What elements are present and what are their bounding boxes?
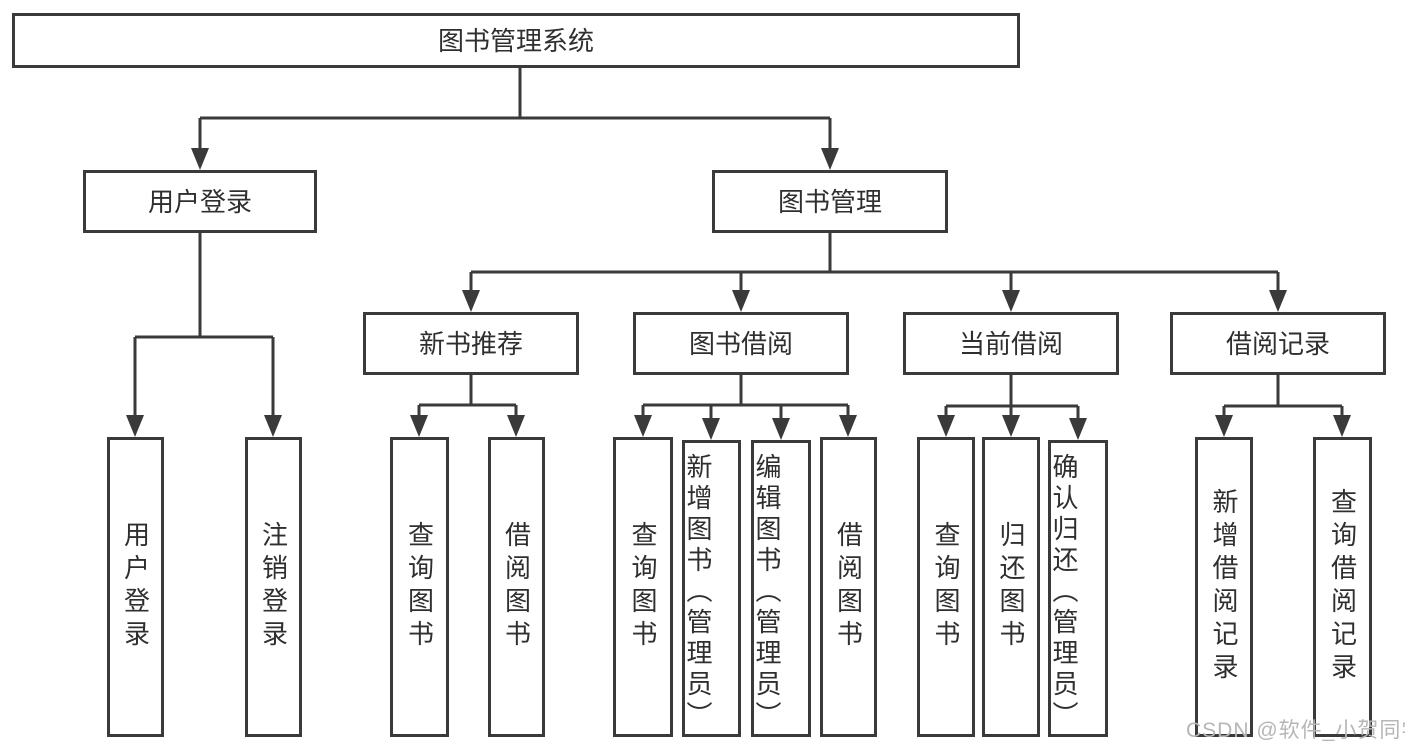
node-book-borrowing: 图书借阅 [633, 312, 849, 375]
node-new-book-recommendation: 新书推荐 [363, 312, 579, 375]
leaf-query-books-recommend: 查询图书 [390, 437, 449, 737]
node-label: 查询借阅记录 [1327, 488, 1358, 686]
leaf-return-books: 归还图书 [982, 437, 1040, 737]
node-label: 查询图书 [628, 521, 658, 653]
node-label: 用户登录 [147, 186, 252, 217]
node-label: 用户登录 [120, 521, 151, 653]
node-label: 注销登录 [258, 521, 289, 653]
leaf-query-books-borrowing: 查询图书 [613, 437, 673, 737]
node-label: 借阅图书 [501, 521, 532, 653]
node-borrowing-records: 借阅记录 [1170, 312, 1386, 375]
node-user-login: 用户登录 [83, 170, 317, 233]
node-label: 图书管理系统 [437, 25, 594, 56]
node-label: 确认归还（管理员） [1049, 453, 1079, 732]
leaf-add-book-admin: 新增图书（管理员） [682, 440, 741, 737]
leaf-logout-login: 注销登录 [245, 437, 302, 737]
watermark-text: CSDN @软件_小贺同学 [1186, 719, 1405, 742]
leaf-query-books-current: 查询图书 [917, 437, 975, 737]
node-label: 查询图书 [404, 521, 435, 653]
leaf-edit-book-admin: 编辑图书（管理员） [751, 440, 811, 737]
node-label: 借阅图书 [833, 521, 864, 653]
node-current-borrowing: 当前借阅 [903, 312, 1119, 375]
node-label: 查询图书 [931, 521, 961, 653]
node-label: 借阅记录 [1225, 328, 1330, 359]
node-label: 图书管理 [777, 186, 882, 217]
node-label: 新增图书（管理员） [683, 453, 713, 732]
node-library-management-system: 图书管理系统 [12, 13, 1020, 68]
leaf-user-login: 用户登录 [107, 437, 164, 737]
leaf-borrow-books-borrowing: 借阅图书 [820, 437, 877, 737]
leaf-add-borrow-record: 新增借阅记录 [1195, 437, 1253, 737]
node-label: 编辑图书（管理员） [752, 453, 782, 732]
node-label: 图书借阅 [688, 328, 793, 359]
node-book-management: 图书管理 [712, 170, 948, 233]
leaf-query-borrow-record: 查询借阅记录 [1313, 437, 1372, 737]
leaf-confirm-return-admin: 确认归还（管理员） [1048, 440, 1108, 737]
leaf-borrow-books-recommend: 借阅图书 [488, 437, 545, 737]
node-label: 新书推荐 [418, 328, 523, 359]
node-label: 新增借阅记录 [1209, 488, 1239, 686]
node-label: 当前借阅 [958, 328, 1063, 359]
node-label: 归还图书 [996, 521, 1026, 653]
